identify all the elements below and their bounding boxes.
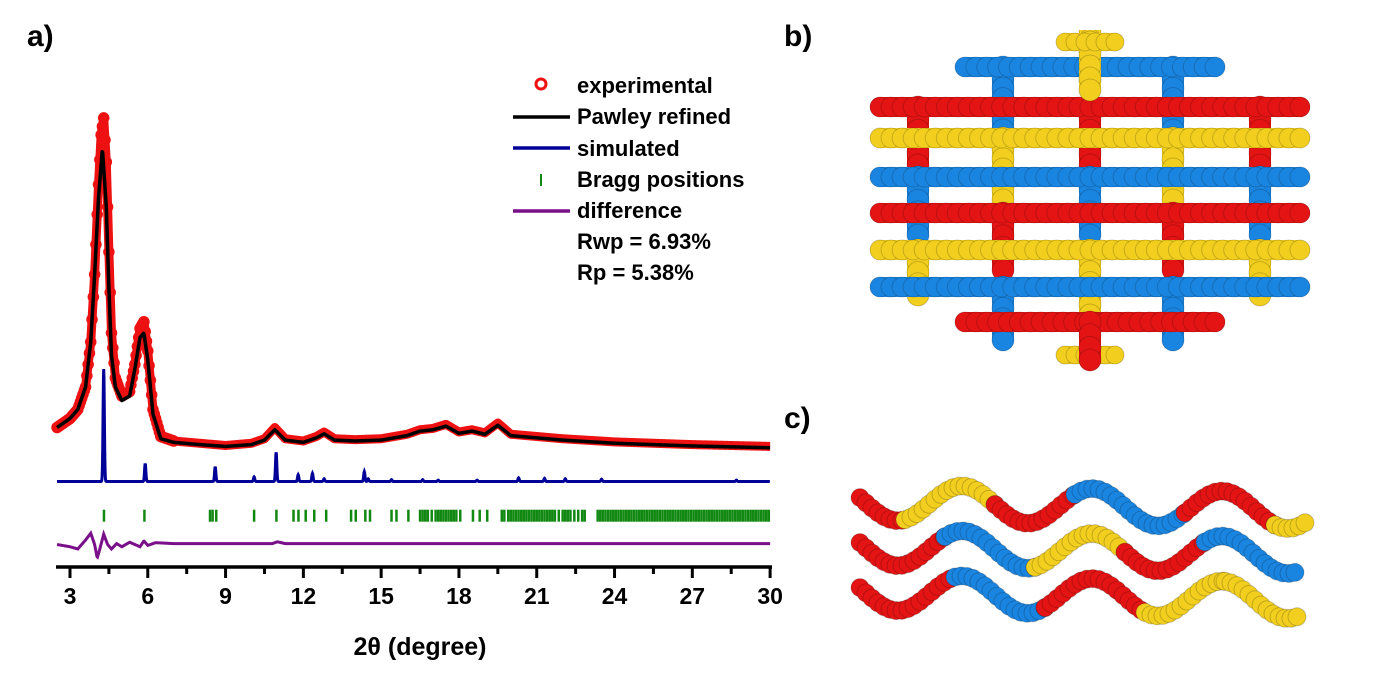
framework-structure-side-view <box>850 476 1315 628</box>
atom-sphere <box>1289 276 1311 298</box>
x-tick-label: 15 <box>368 583 394 609</box>
difference-series <box>56 529 771 560</box>
panel-label-c: c) <box>784 402 811 435</box>
simulated-line <box>57 368 770 483</box>
difference-line <box>56 529 771 560</box>
legend-label: simulated <box>577 136 680 161</box>
x-tick-label: 6 <box>141 583 154 609</box>
atom-sphere <box>1289 96 1311 118</box>
legend-label: Bragg positions <box>577 167 744 192</box>
legend: experimental Pawley refined simulated Br… <box>513 73 744 285</box>
legend-label: Pawley refined <box>577 104 731 129</box>
x-tick-label: 9 <box>219 583 232 609</box>
legend-label: experimental <box>577 73 713 98</box>
x-tick-label: 30 <box>757 583 783 609</box>
atom-sphere <box>1105 32 1125 52</box>
atom-sphere <box>1204 311 1226 333</box>
panel-label-a: a) <box>27 20 54 53</box>
atom-sphere <box>1287 607 1307 627</box>
atom-sphere <box>1289 166 1311 188</box>
x-axis-label: 2θ (degree) <box>354 633 487 661</box>
atom-sphere <box>991 328 1015 352</box>
simulated-series <box>57 368 770 483</box>
atom-sphere <box>1285 562 1305 582</box>
x-axis: 3 6 9 12 15 18 21 24 27 30 <box>56 565 783 609</box>
atom-sphere <box>1078 348 1102 372</box>
pxrd-chart: 3 6 9 12 15 18 21 24 27 30 2θ (degree) experiment… <box>51 73 783 661</box>
x-tick-label: 18 <box>446 583 472 609</box>
atom-sphere <box>1105 345 1125 365</box>
pawley-line <box>55 150 772 450</box>
atom-sphere <box>1204 56 1226 78</box>
atom-sphere <box>1289 239 1311 261</box>
pawley-series <box>55 150 772 450</box>
rp-value: Rp = 5.38% <box>577 260 694 285</box>
panel-label-b: b) <box>784 20 813 53</box>
atom-sphere <box>1289 127 1311 149</box>
x-tick-label: 27 <box>680 583 706 609</box>
experimental-point <box>97 112 110 124</box>
legend-circle-icon <box>534 77 548 91</box>
rwp-value: Rwp = 6.93% <box>577 229 711 254</box>
framework-structure-top-view <box>869 30 1311 372</box>
x-tick-label: 24 <box>602 583 628 609</box>
atom-sphere <box>1078 78 1102 102</box>
experimental-point <box>99 134 111 146</box>
atom-sphere <box>1289 202 1311 224</box>
x-tick-label: 21 <box>524 583 550 609</box>
x-tick-label: 12 <box>291 583 317 609</box>
bragg-series <box>102 509 771 522</box>
legend-label: difference <box>577 198 682 223</box>
atom-sphere <box>1295 513 1315 533</box>
x-tick-label: 3 <box>64 583 77 609</box>
